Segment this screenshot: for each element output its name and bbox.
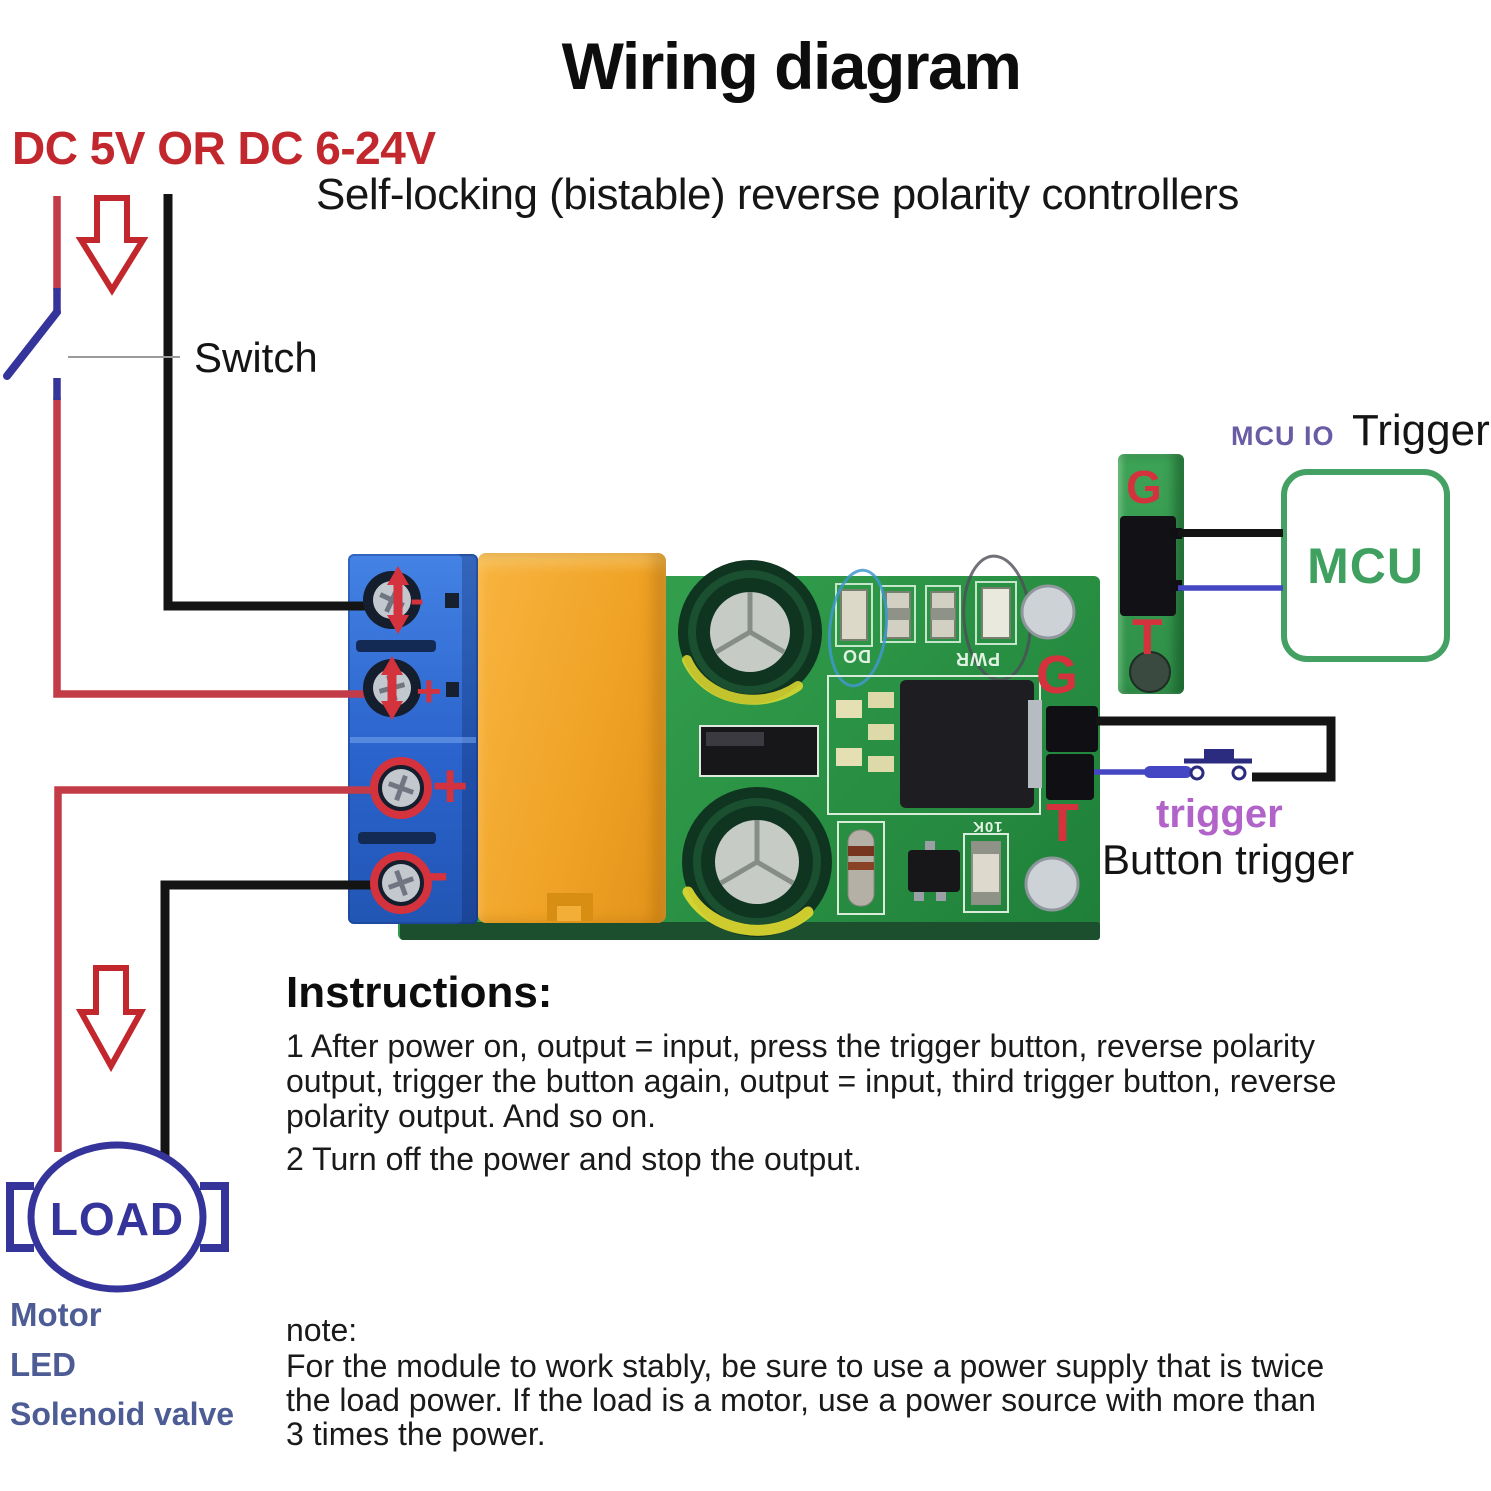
pushbutton-icon xyxy=(1184,749,1252,781)
button-trigger-label: Button trigger xyxy=(1102,836,1355,883)
input-wire-positive xyxy=(53,397,390,698)
instructions-line-2: output, trigger the button again, output… xyxy=(286,1063,1337,1099)
trigger-wire-black xyxy=(1096,716,1336,782)
load-bracket-left-icon xyxy=(6,1182,34,1252)
instructions-line-3: polarity output. And so on. xyxy=(286,1098,657,1134)
instructions-heading: Instructions: xyxy=(286,968,553,1017)
instructions-line-4: 2 Turn off the power and stop the output… xyxy=(286,1141,862,1177)
silkscreen-10k: 10K xyxy=(972,818,1003,835)
silkscreen-do: DO xyxy=(842,646,871,666)
load-type-solenoid: Solenoid valve xyxy=(10,1396,235,1432)
relay xyxy=(478,553,666,923)
terminal1-mark: - xyxy=(410,575,424,622)
note-line-3: 3 times the power. xyxy=(286,1416,546,1452)
note-line-2: the load power. If the load is a motor, … xyxy=(286,1382,1316,1418)
pcb-bottom-edge xyxy=(400,922,1100,940)
load-arrow-icon xyxy=(75,965,147,1073)
page-title: Wiring diagram xyxy=(561,29,1022,103)
power-source-label: DC 5V OR DC 6-24V xyxy=(12,122,436,174)
load-bracket-right-icon xyxy=(200,1182,229,1252)
load-type-motor: Motor xyxy=(10,1296,102,1333)
load-label: LOAD xyxy=(49,1193,185,1245)
switch-blade xyxy=(3,308,61,380)
silkscreen-pwr: PWR xyxy=(955,649,1000,669)
note-line-1: For the module to work stably, be sure t… xyxy=(286,1348,1325,1384)
instructions-line-1: 1 After power on, output = input, press … xyxy=(286,1028,1316,1064)
subtitle: Self-locking (bistable) reverse polarity… xyxy=(316,170,1239,219)
load-type-led: LED xyxy=(10,1346,76,1383)
trigger-label: Trigger xyxy=(1352,406,1490,455)
mcu-box: MCU xyxy=(1281,469,1450,662)
strip-pin-t-label: T xyxy=(1132,609,1163,665)
power-arrow-icon xyxy=(75,195,149,296)
switch-label: Switch xyxy=(194,334,318,381)
trigger-caption: trigger xyxy=(1156,792,1283,836)
terminal4-mark: - xyxy=(428,838,449,907)
strip-pin-g-label: G xyxy=(1126,461,1162,513)
mcu-box-label: MCU xyxy=(1307,537,1424,594)
module-pin-t-label: T xyxy=(1046,793,1079,853)
note-heading: note: xyxy=(286,1312,358,1348)
mcu-io-label: MCU IO xyxy=(1231,421,1335,451)
input-wire-negative xyxy=(163,194,388,611)
terminal2-mark: + xyxy=(416,667,442,716)
terminal3-mark: + xyxy=(432,752,469,821)
module-pin-g-label: G xyxy=(1036,645,1079,705)
trigger-wire-blue-sleeve xyxy=(1144,766,1192,778)
